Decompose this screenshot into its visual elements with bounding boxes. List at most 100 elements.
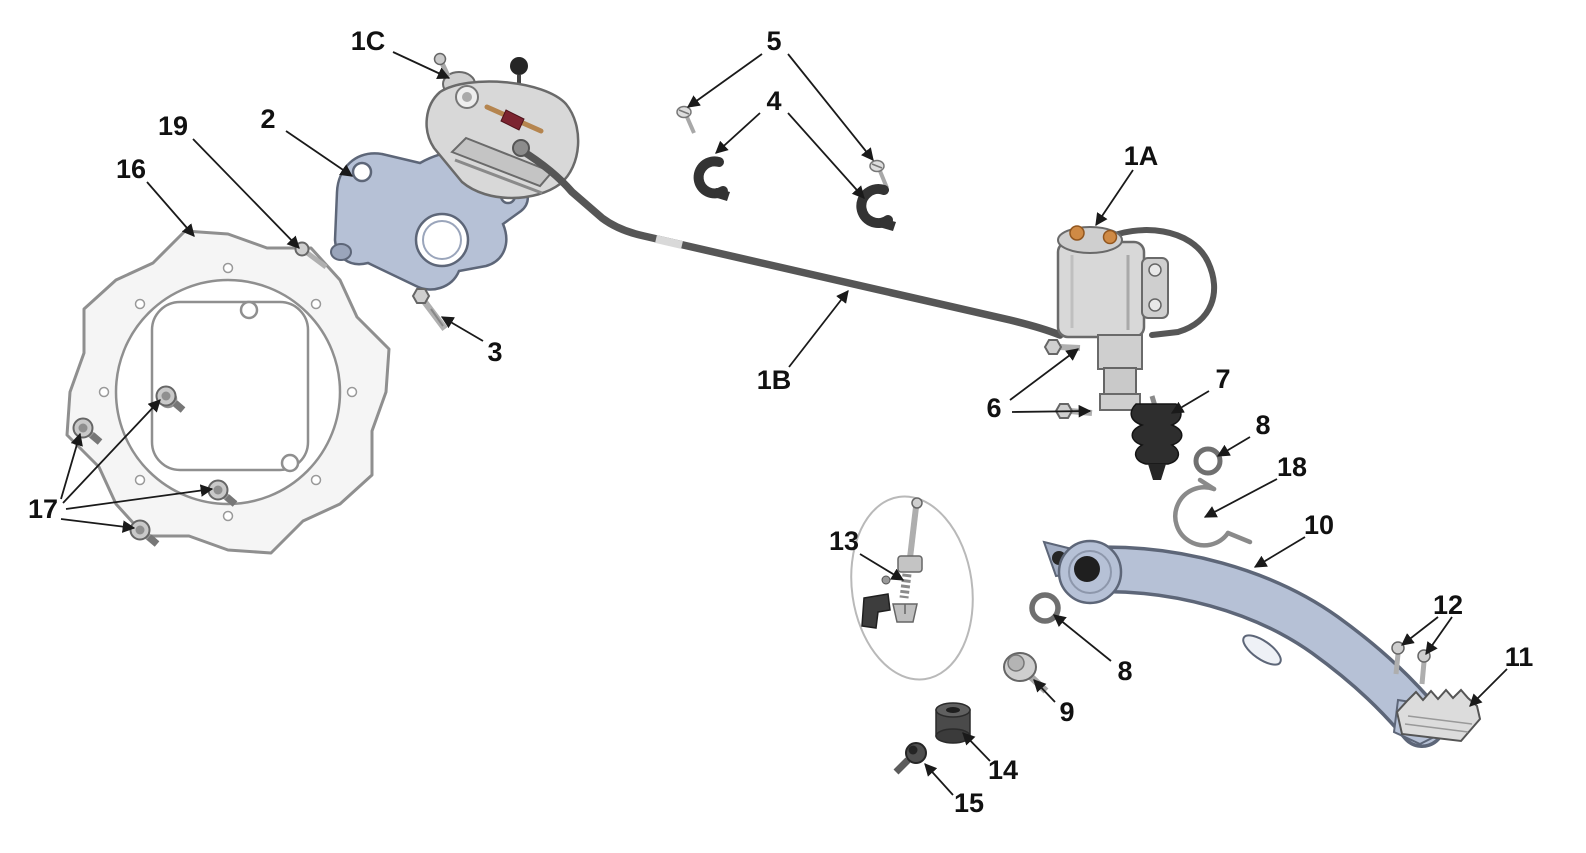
leader-line-19	[192, 138, 300, 249]
adjuster-assembly	[850, 495, 974, 681]
adjuster-bracket	[861, 593, 891, 629]
mc-flange-hole	[1148, 263, 1162, 277]
leader-line-11	[1469, 668, 1508, 707]
callout-label-10: 10	[1304, 510, 1334, 540]
leader-line-8	[1053, 614, 1112, 662]
adjuster-spring	[899, 573, 912, 599]
callout-label-1B: 1B	[757, 365, 792, 395]
screw-slot	[678, 109, 690, 115]
leader-line-4	[715, 112, 761, 154]
mc-flange	[1141, 257, 1169, 319]
socket-bolt	[893, 742, 927, 775]
mc-neck	[1097, 334, 1143, 370]
callout-label-12: 12	[1433, 590, 1463, 620]
brake-caliper	[425, 52, 580, 200]
leader-line-15	[924, 763, 954, 796]
disc-band-hole	[310, 474, 322, 486]
callout-label-6: 6	[986, 393, 1001, 423]
hose-run	[517, 146, 1064, 339]
clamp-foot	[879, 218, 896, 231]
adjuster-knob	[911, 497, 923, 509]
disc-band-hole	[134, 298, 146, 310]
leader-line-10	[1253, 536, 1306, 568]
hose-band	[655, 235, 683, 249]
pedal-arm	[1064, 548, 1443, 745]
leader-line-13	[859, 553, 905, 581]
callout-label-14: 14	[988, 755, 1018, 785]
callout-label-11: 11	[1505, 642, 1534, 672]
o-ring	[1029, 592, 1061, 624]
toe-serration-line	[1404, 723, 1469, 733]
mc-bolt-head	[1043, 339, 1063, 355]
bleeder-screw	[433, 52, 447, 66]
disc-band-hole	[98, 386, 110, 398]
leader-line-3	[440, 316, 484, 342]
leader-line-6	[1011, 404, 1092, 418]
pivot-ring	[1068, 550, 1112, 594]
master-cylinder	[1043, 225, 1218, 480]
callout-label-2: 2	[260, 104, 275, 134]
leader-line-7	[1170, 390, 1210, 414]
leader-line-8	[1216, 436, 1251, 457]
screw-slot	[871, 163, 883, 169]
hose-screws	[676, 105, 889, 189]
leader-line-12	[1401, 616, 1439, 646]
mc-brass-port	[1069, 225, 1085, 241]
disc-mount-hole	[239, 300, 259, 320]
leader-line-5	[787, 53, 874, 161]
leader-line-16	[146, 181, 195, 237]
callout-label-13: 13	[829, 526, 859, 556]
leader-line-9	[1033, 679, 1056, 703]
adjuster-rod-upper	[907, 506, 919, 559]
toe-bolt-head	[1391, 641, 1405, 655]
toe-bolt-shaft	[1419, 661, 1427, 685]
leader-line-17	[65, 484, 214, 510]
clamp-loop	[693, 156, 728, 199]
return-spring	[1173, 477, 1253, 548]
callout-label-18: 18	[1277, 452, 1307, 482]
callout-label-7: 7	[1215, 364, 1230, 394]
leader-line-6	[1009, 348, 1080, 401]
spring-hook	[1225, 530, 1253, 545]
leader-line-12	[1425, 616, 1453, 656]
pad-spring	[500, 109, 525, 131]
callout-label-1C: 1C	[351, 26, 386, 56]
mount-bolt-3	[411, 288, 448, 331]
brake-hose	[512, 139, 1064, 339]
callout-label-17: 17	[28, 494, 58, 524]
disc-mount-hole	[280, 453, 300, 473]
mc-bolt-shaft	[1058, 344, 1081, 351]
piston-bore-center	[462, 92, 472, 102]
banjo-fitting	[512, 139, 530, 157]
leader-line-1A	[1095, 169, 1134, 227]
spring-hook	[1197, 477, 1217, 492]
callout-label-8: 8	[1255, 410, 1270, 440]
toe-bolt-shaft	[1393, 653, 1401, 675]
mc-brass-port	[1102, 229, 1118, 245]
bracket-hole-ring	[422, 220, 462, 260]
clamp-foot	[714, 188, 730, 201]
leader-line-14	[962, 732, 991, 762]
mc-lower-cylinder	[1103, 367, 1137, 397]
toe-serration-line	[1407, 715, 1473, 725]
hose-clamps	[693, 156, 896, 231]
mc-flange-hole	[1148, 298, 1162, 312]
pivot-bolt-head	[1007, 654, 1025, 672]
pad-edge-line	[454, 158, 543, 195]
callout-label-8: 8	[1117, 656, 1132, 686]
callout-label-16: 16	[116, 154, 146, 184]
o-ring-upper	[1193, 446, 1223, 476]
leader-line-17	[62, 399, 161, 504]
mc-hose-loop	[1099, 227, 1218, 338]
pin-shaft	[304, 250, 328, 269]
pushrod-boot	[1130, 403, 1183, 465]
mc-locknut	[1099, 393, 1141, 411]
spacer-hole	[946, 707, 960, 713]
pivot-bushing	[1074, 556, 1100, 582]
leader-line-1C	[392, 51, 451, 79]
socket-hex	[908, 745, 918, 755]
pivot-bolt	[1003, 652, 1049, 694]
disc-band-hole	[346, 386, 358, 398]
